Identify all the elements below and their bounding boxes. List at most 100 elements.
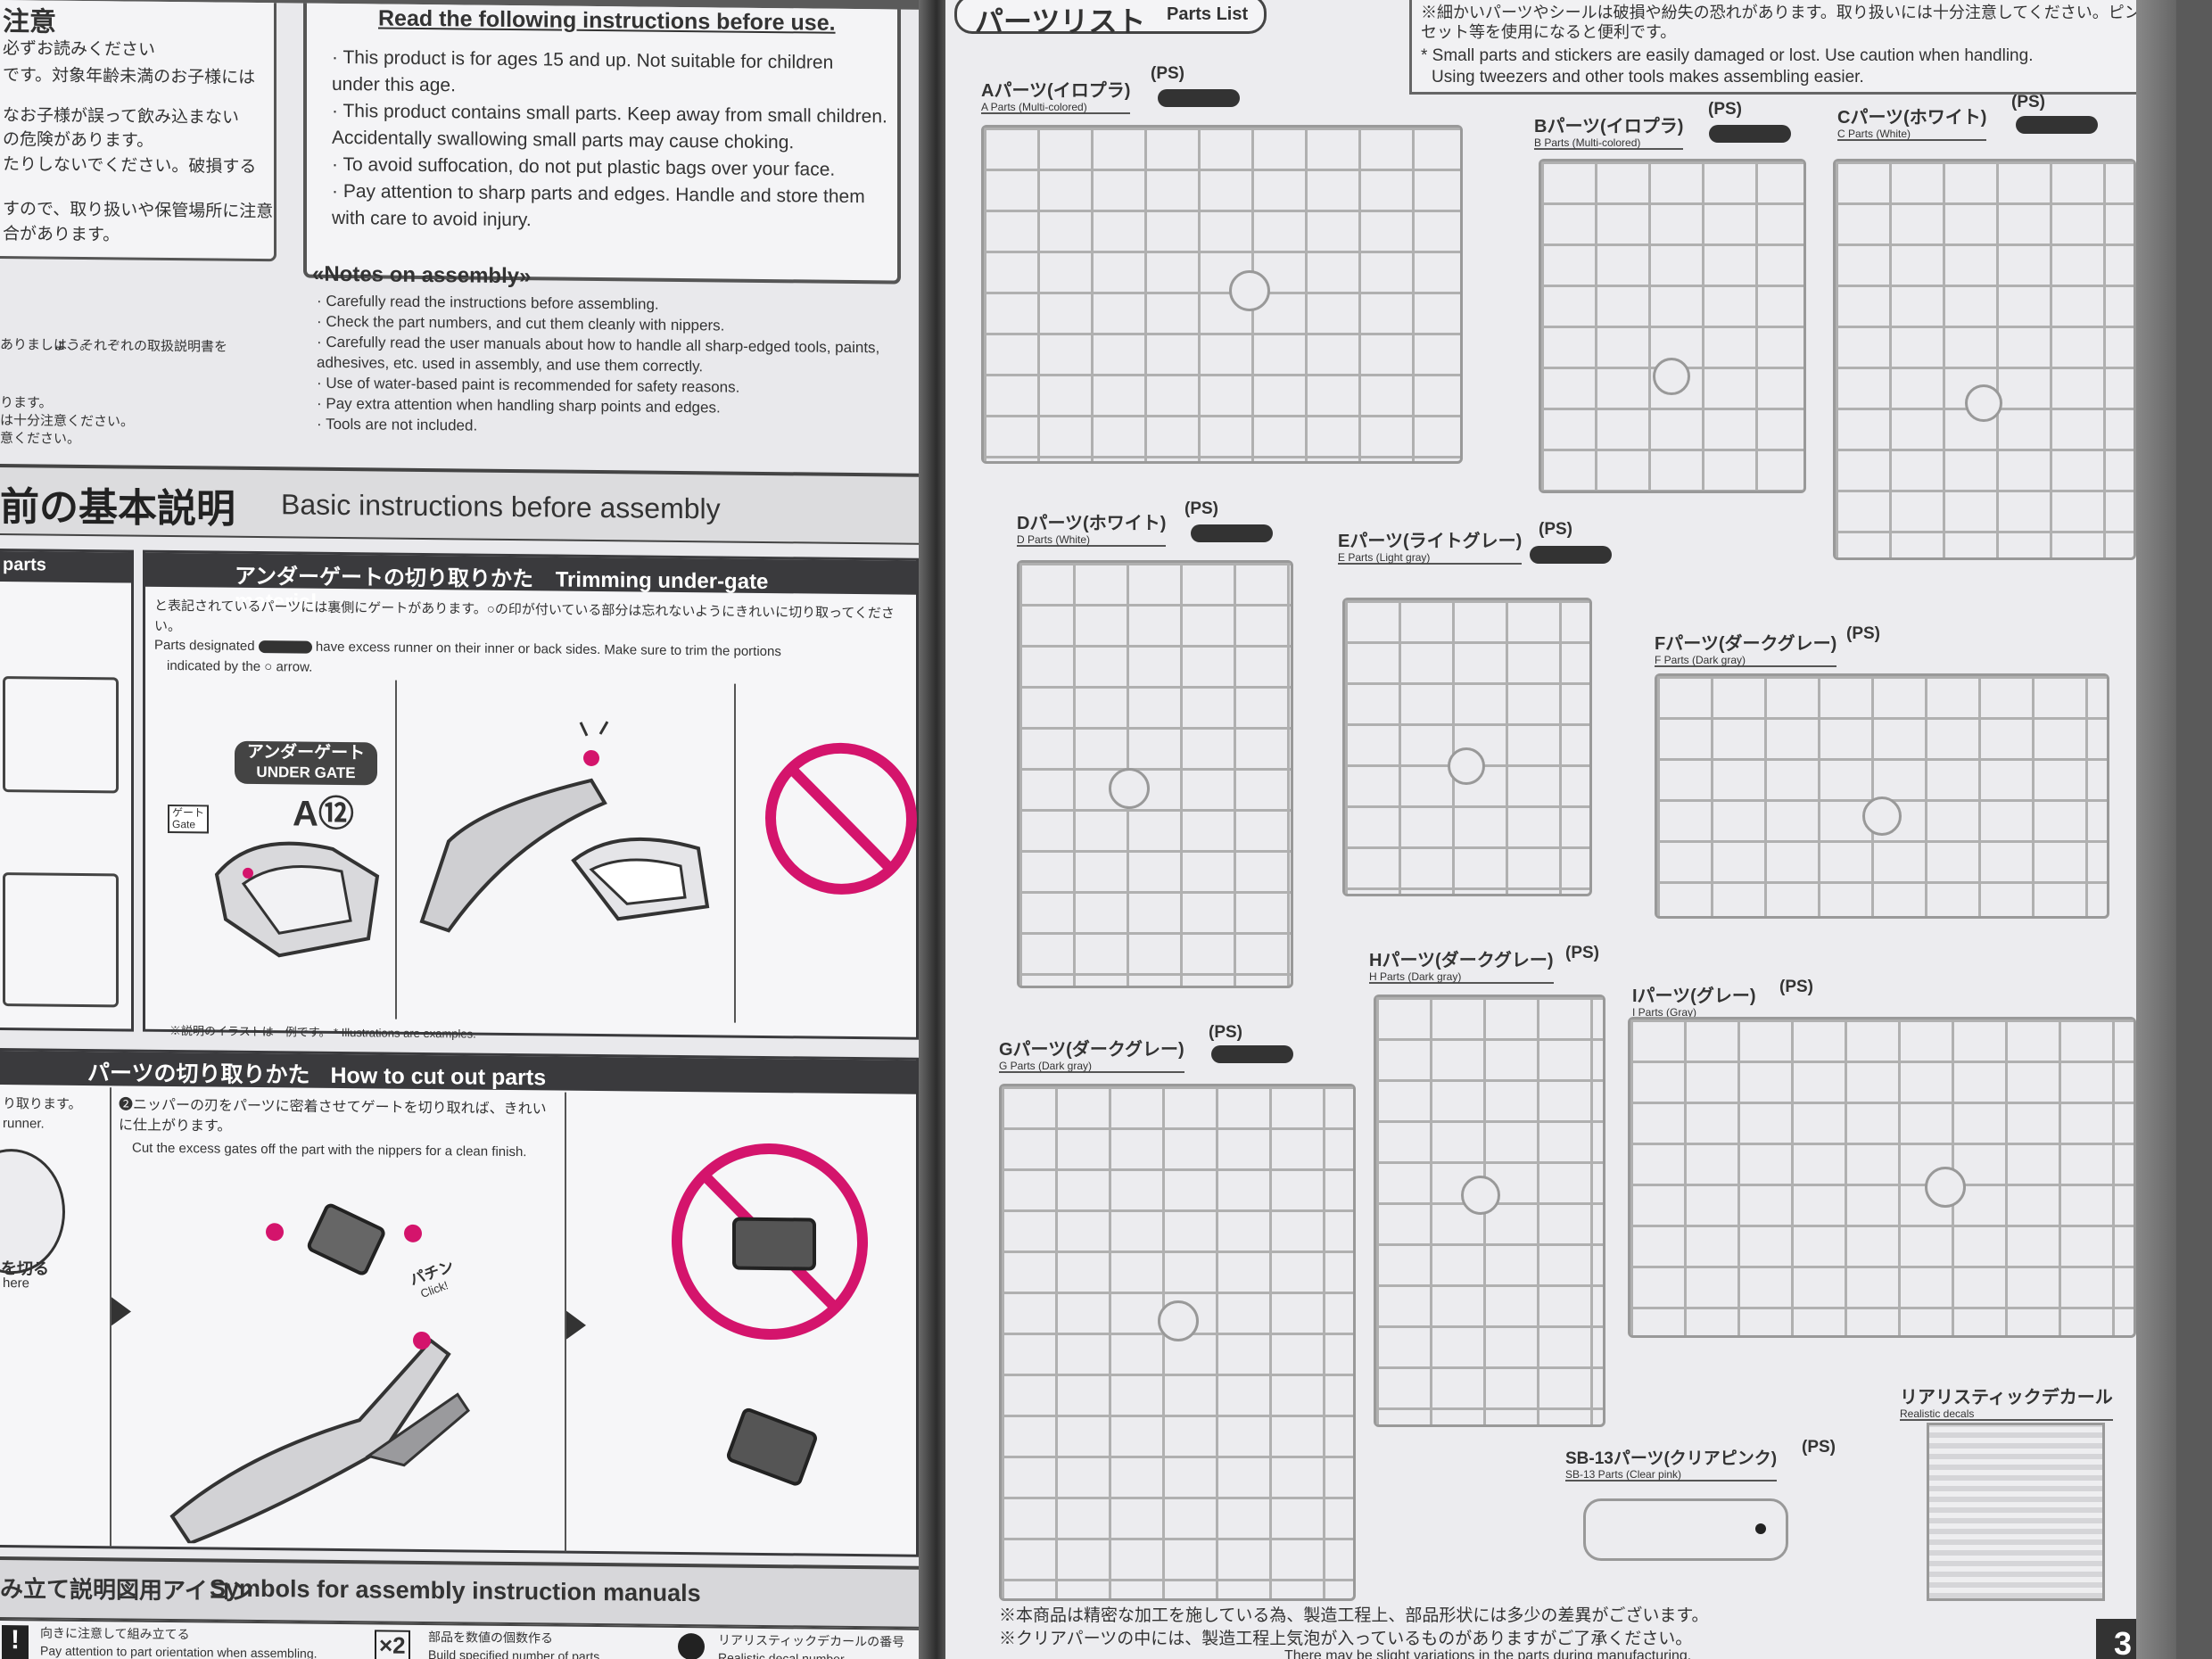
jp-warning-line: 必ずお読みください — [3, 39, 156, 60]
cut-title-bar: パーツの切り取りかた How to cut out parts — [0, 1050, 916, 1094]
cut-title-jp: パーツの切り取りかた — [87, 1061, 310, 1088]
runner-d-material: (PS) — [1184, 499, 1218, 518]
notice-jp: ※細かいパーツやシールは破損や紛失の恐れがあります。取り扱いには十分注意してくだ… — [1421, 4, 2141, 41]
cut-left-en: runner. — [3, 1116, 45, 1132]
prohibited-icon — [765, 741, 917, 896]
runner-c-badge — [2016, 116, 2098, 134]
runner-e-material: (PS) — [1539, 520, 1572, 539]
jp-warning-line: 合があります。 — [3, 225, 120, 245]
symbol-3-en: Realistic decal number — [718, 1650, 845, 1659]
runner-e-sprue — [1342, 598, 1592, 896]
runner-a-sprue — [981, 125, 1463, 464]
runner-f-sprue — [1655, 673, 2109, 919]
runner-sb13-label: SB-13パーツ(クリアピンク)SB-13 Parts (Clear pink) — [1565, 1445, 1778, 1482]
jp-note-line: は、それぞれの取扱説明書を — [54, 337, 228, 355]
runner-g-material: (PS) — [1209, 1023, 1242, 1042]
symbol-2-en: Build specified number of parts. — [428, 1647, 604, 1659]
parts-tab-label: parts — [0, 550, 131, 583]
runner-gate-circle — [1925, 1167, 1966, 1208]
runner-d-badge — [1191, 524, 1273, 542]
runner-d-label: Dパーツ(ホワイト)D Parts (White) — [1017, 508, 1167, 547]
runner-sb13-material: (PS) — [1802, 1438, 1836, 1457]
footer-note-en: There may be slight variations in the pa… — [1284, 1648, 1692, 1659]
cut-left-jp: り取ります。 — [3, 1096, 82, 1112]
illustration-note: ※説明のイラストは一例です。 * Illustrations are examp… — [169, 1023, 476, 1041]
jp-warning-line: すので、取り扱いや保管場所に注意 — [3, 200, 274, 222]
runner-i-material: (PS) — [1779, 978, 1813, 996]
decal-number-icon — [678, 1632, 705, 1659]
parts-illustration — [3, 676, 119, 794]
clean-part-illustration — [726, 1407, 817, 1486]
runner-gate-circle — [1229, 270, 1270, 311]
cut-step-jp: ❷ニッパーの刃をパーツに密着させてゲートを切り取れば、きれいに仕上がります。 — [119, 1097, 547, 1135]
part-number-dot — [1755, 1523, 1766, 1534]
notice-en: * Small parts and stickers are easily da… — [1421, 46, 2034, 65]
runner-g-sprue — [999, 1084, 1356, 1601]
runner-gate-circle — [1965, 384, 2002, 422]
divider — [395, 680, 397, 1019]
runner-f-label: Fパーツ(ダークグレー)F Parts (Dark gray) — [1655, 629, 1837, 667]
symbol-1-en: Pay attention to part orientation when a… — [40, 1643, 318, 1659]
runner-b-badge — [1709, 125, 1791, 143]
cut-here-en: here — [3, 1275, 30, 1292]
decal-sheet — [1927, 1423, 2105, 1601]
jp-warning-line: なお子様が誤って飲み込まない — [3, 106, 240, 128]
footer-note-jp: ※クリアパーツの中には、製造工程上気泡が入っているものがありますがご了承ください… — [999, 1630, 1693, 1648]
symbols-title-en: Symbols for assembly instruction manuals — [210, 1574, 701, 1607]
trim-under-gate-panel: アンダーゲートの切り取りかた Trimming under-gate mater… — [143, 549, 919, 1040]
runner-gate-circle — [1109, 768, 1150, 809]
left-page: 注意 必ずお読みください です。対象年齢未満のお子様には なお子様が誤って飲み込… — [0, 0, 928, 1659]
runner-e-label: Eパーツ(ライトグレー)E Parts (Light gray) — [1338, 526, 1523, 565]
parts-illustration — [3, 872, 119, 1008]
basic-title-en: Basic instructions before assembly — [281, 488, 721, 525]
under-gate-part-illustration — [214, 841, 380, 958]
runner-a-badge — [1158, 89, 1240, 107]
jp-warning-title: 注意 — [3, 7, 56, 37]
trim-note-en-cont: indicated by the ○ arrow. — [167, 657, 313, 675]
runner-sb13-sprue — [1583, 1498, 1788, 1561]
runner-h-sprue — [1374, 995, 1605, 1427]
runner-gate-circle — [1862, 796, 1902, 836]
basic-title-jp: 前の基本説明 — [0, 485, 235, 532]
jp-warning-line: です。対象年齢未満のお子様には — [3, 66, 256, 87]
nipper-trim-illustration — [419, 721, 710, 933]
right-page: パーツリスト Parts List ※細かいパーツやシールは破損や紛失の恐れがあ… — [945, 0, 2176, 1659]
runner-h-material: (PS) — [1565, 944, 1599, 962]
exclamation-icon: ! — [2, 1625, 29, 1659]
notes-title: «Notes on assembly» — [312, 261, 532, 289]
runner-b-sprue — [1539, 159, 1806, 493]
multiply-icon: ×2 — [375, 1630, 410, 1659]
cut-step-en: Cut the excess gates off the part with t… — [132, 1140, 527, 1160]
cut-out-parts-panel: パーツの切り取りかた How to cut out parts り取ります。 r… — [0, 1047, 919, 1557]
runner-a-material: (PS) — [1151, 64, 1184, 83]
runner-gate-circle — [1158, 1300, 1199, 1341]
symbols-header: み立て説明図用アイコン Symbols for assembly instruc… — [0, 1556, 928, 1629]
jp-warning-line: たりしないでください。破損する — [3, 155, 257, 177]
bad-cut-part-illustration — [732, 1217, 816, 1271]
runner-c-material: (PS) — [2011, 93, 2045, 111]
runner-b-material: (PS) — [1708, 100, 1742, 119]
en-warning-box: Read the following instructions before u… — [303, 0, 901, 285]
parts-list-title-jp: パーツリスト — [975, 5, 1146, 37]
runner-c-sprue — [1833, 159, 2136, 560]
runner-c-label: Cパーツ(ホワイト)C Parts (White) — [1837, 103, 1987, 141]
parts-side-panel: parts — [0, 548, 134, 1032]
basic-instructions-header: 前の基本説明 Basic instructions before assembl… — [0, 463, 928, 545]
runner-f-material: (PS) — [1846, 624, 1880, 643]
step-arrow-icon — [111, 1297, 131, 1326]
note-item: · Tools are not included. — [317, 415, 478, 434]
runner-a-label: Aパーツ(イロプラ)A Parts (Multi-colored) — [981, 76, 1131, 114]
runner-i-sprue — [1628, 1017, 2136, 1338]
notice-en: Using tweezers and other tools makes ass… — [1432, 68, 1864, 87]
runner-d-sprue — [1017, 560, 1293, 988]
handling-notice-box: ※細かいパーツやシールは破損や紛失の恐れがあります。取り扱いには十分注意してくだ… — [1409, 0, 2150, 95]
runner-e-badge — [1530, 546, 1612, 564]
jp-warning-box: 注意 必ずお読みください です。対象年齢未満のお子様には なお子様が誤って飲み込… — [0, 0, 276, 262]
runner-g-label: Gパーツ(ダークグレー)G Parts (Dark gray) — [999, 1035, 1184, 1073]
runner-h-label: Hパーツ(ダークグレー)H Parts (Dark gray) — [1369, 945, 1554, 984]
step-arrow-icon — [566, 1310, 586, 1340]
parts-list-header: パーツリスト Parts List — [954, 0, 1267, 37]
under-gate-badge: アンダーゲート UNDER GATE — [235, 740, 377, 786]
